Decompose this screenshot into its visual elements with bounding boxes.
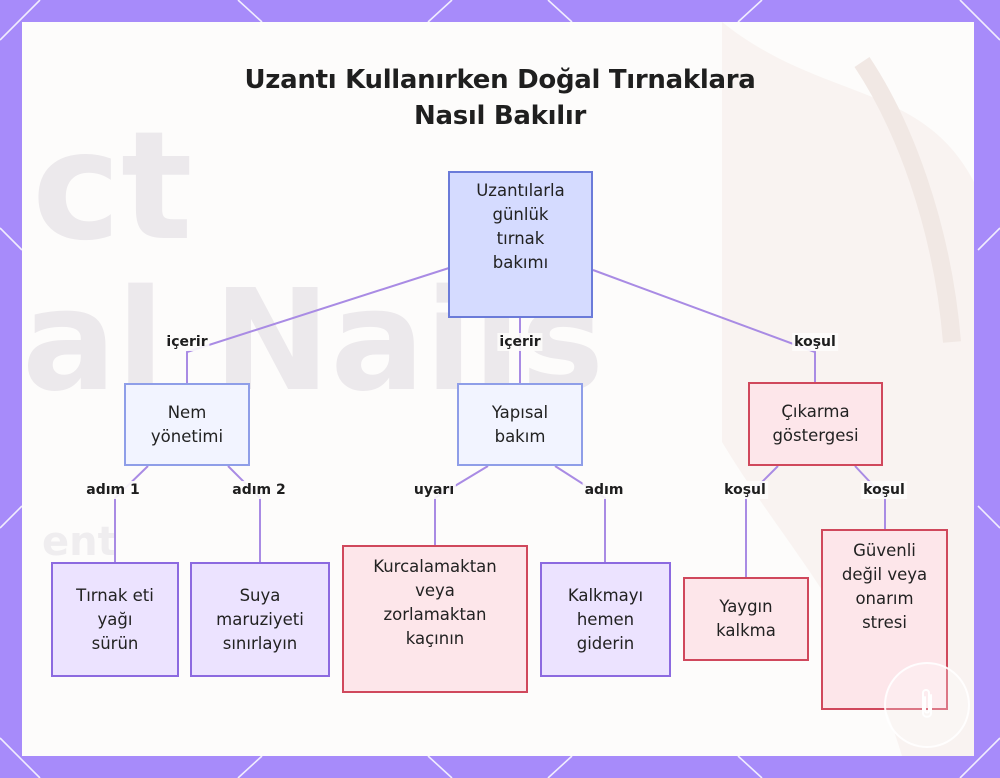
node-structural-care-label: Yapısal bakım bbox=[491, 402, 549, 446]
node-cuticle-oil[interactable]: Tırnak eti yağı sürün bbox=[51, 562, 179, 677]
node-fix-lifting-label: Kalkmayı hemen giderin bbox=[567, 585, 644, 653]
paperclip-icon bbox=[884, 662, 970, 748]
edge-root-removal bbox=[592, 269, 816, 383]
edge-label-structural-picking: uyarı bbox=[411, 481, 457, 499]
node-moisture-management[interactable]: Nem yönetimi bbox=[124, 383, 250, 466]
node-limit-water[interactable]: Suya maruziyeti sınırlayın bbox=[190, 562, 330, 677]
title-line-1: Uzantı Kullanırken Doğal Tırnaklara bbox=[244, 65, 756, 95]
node-limit-water-label: Suya maruziyeti sınırlayın bbox=[216, 585, 304, 653]
node-removal-indicator-label: Çıkarma göstergesi bbox=[772, 402, 859, 445]
node-fix-lifting[interactable]: Kalkmayı hemen giderin bbox=[540, 562, 671, 677]
node-avoid-picking-label: Kurcalamaktan veya zorlamaktan kaçının bbox=[373, 557, 497, 648]
background-ghost-text: ct bbox=[32, 100, 193, 274]
edge-label-root-moisture: içerir bbox=[164, 333, 210, 351]
node-root-label: Uzantılarla günlük tırnak bakımı bbox=[476, 181, 565, 272]
node-removal-indicator[interactable]: Çıkarma göstergesi bbox=[748, 382, 883, 466]
edge-label-removal-common: koşul bbox=[722, 481, 768, 499]
title-line-2: Nasıl Bakılır bbox=[414, 101, 586, 131]
edge-label-root-structural: içerir bbox=[497, 333, 543, 351]
page-title: Uzantı Kullanırken Doğal Tırnaklara Nası… bbox=[0, 62, 1000, 134]
edge-label-structural-lifting: adım bbox=[582, 481, 626, 499]
node-avoid-picking[interactable]: Kurcalamaktan veya zorlamaktan kaçının bbox=[342, 545, 528, 693]
node-cuticle-oil-label: Tırnak eti yağı sürün bbox=[76, 585, 154, 653]
edge-structural-picking bbox=[434, 465, 489, 546]
background-ghost-text: ent bbox=[42, 519, 117, 565]
edge-root-moisture bbox=[186, 267, 450, 384]
edge-label-removal-unsafe: koşul bbox=[861, 481, 907, 499]
edge-label-moisture-water: adım 2 bbox=[230, 481, 288, 499]
node-root[interactable]: Uzantılarla günlük tırnak bakımı bbox=[448, 171, 593, 318]
node-moisture-management-label: Nem yönetimi bbox=[150, 402, 224, 446]
edge-label-root-removal: koşul bbox=[792, 333, 838, 351]
node-common-lifting[interactable]: Yaygın kalkma bbox=[683, 577, 809, 661]
node-common-lifting-label: Yaygın kalkma bbox=[716, 597, 776, 640]
edge-label-moisture-cuticle: adım 1 bbox=[84, 481, 142, 499]
node-unsafe-repair-label: Güvenli değil veya onarım stresi bbox=[841, 541, 928, 632]
node-structural-care[interactable]: Yapısal bakım bbox=[457, 383, 583, 466]
